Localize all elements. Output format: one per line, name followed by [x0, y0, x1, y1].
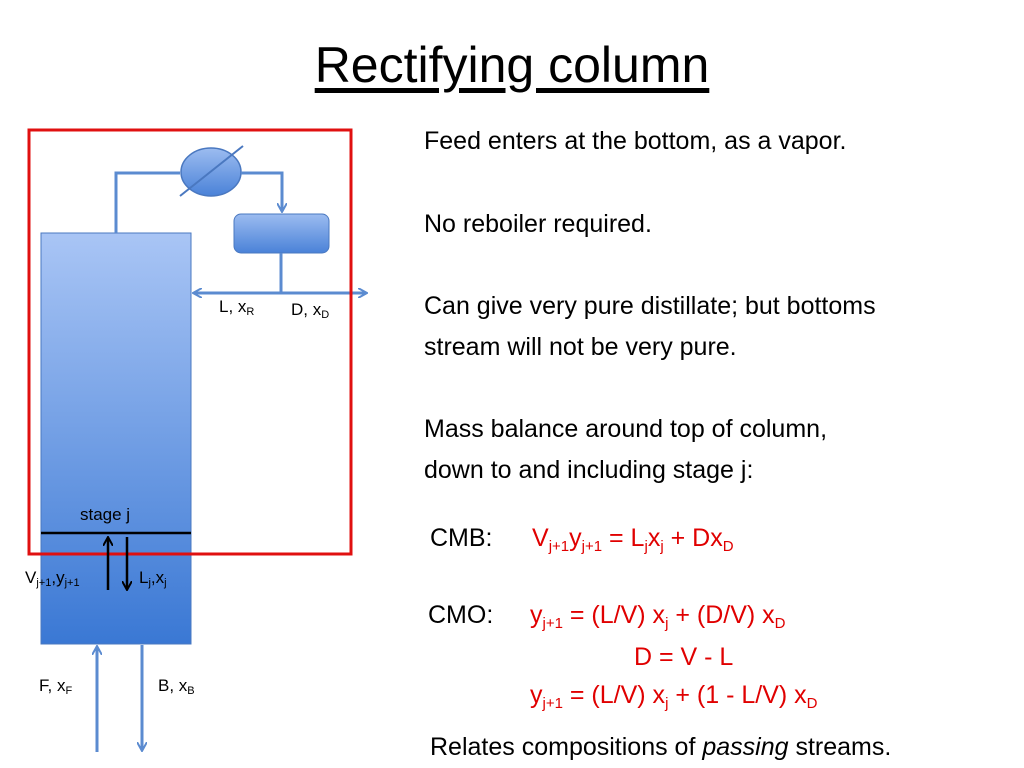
condensate-line	[241, 171, 282, 211]
text-pure-distillate-2: stream will not be very pure.	[424, 333, 737, 361]
feed-label: F, xF	[39, 676, 73, 697]
text-mass-balance-2: down to and including stage j:	[424, 456, 754, 484]
cmo-label: CMO:	[428, 601, 494, 629]
cmo-equation-2: D = V - L	[634, 643, 734, 671]
text-mass-balance-1: Mass balance around top of column,	[424, 415, 828, 443]
text-no-reboiler: No reboiler required.	[424, 210, 652, 238]
cmo-equation-1: yj+1 = (L/V) xj + (D/V) xD	[530, 601, 786, 632]
stage-j-label: stage j	[80, 505, 131, 524]
overhead-vapor-line	[114, 171, 180, 233]
condenser-slash	[179, 145, 244, 197]
reflux-label: L, xR	[219, 297, 255, 318]
column-body	[40, 232, 192, 645]
page-title: Rectifying column	[314, 37, 710, 93]
distillate-label: D, xD	[291, 300, 330, 321]
text-passing-streams: Relates compositions of passing streams.	[430, 733, 892, 761]
liquid-stream-label: Lj,xj	[139, 568, 167, 589]
cmb-label: CMB:	[430, 524, 493, 552]
reflux-drum	[233, 213, 330, 254]
text-feed-vapor: Feed enters at the bottom, as a vapor.	[424, 127, 847, 155]
text-pure-distillate-1: Can give very pure distillate; but botto…	[424, 292, 876, 320]
control-volume-boundary	[27, 128, 353, 556]
cmb-equation: Vj+1yj+1 = Ljxj + DxD	[532, 524, 734, 555]
cmo-equation-3: yj+1 = (L/V) xj + (1 - L/V) xD	[530, 681, 818, 712]
bottoms-label: B, xB	[158, 676, 195, 697]
vapor-stream-label: Vj+1,yj+1	[25, 568, 80, 589]
